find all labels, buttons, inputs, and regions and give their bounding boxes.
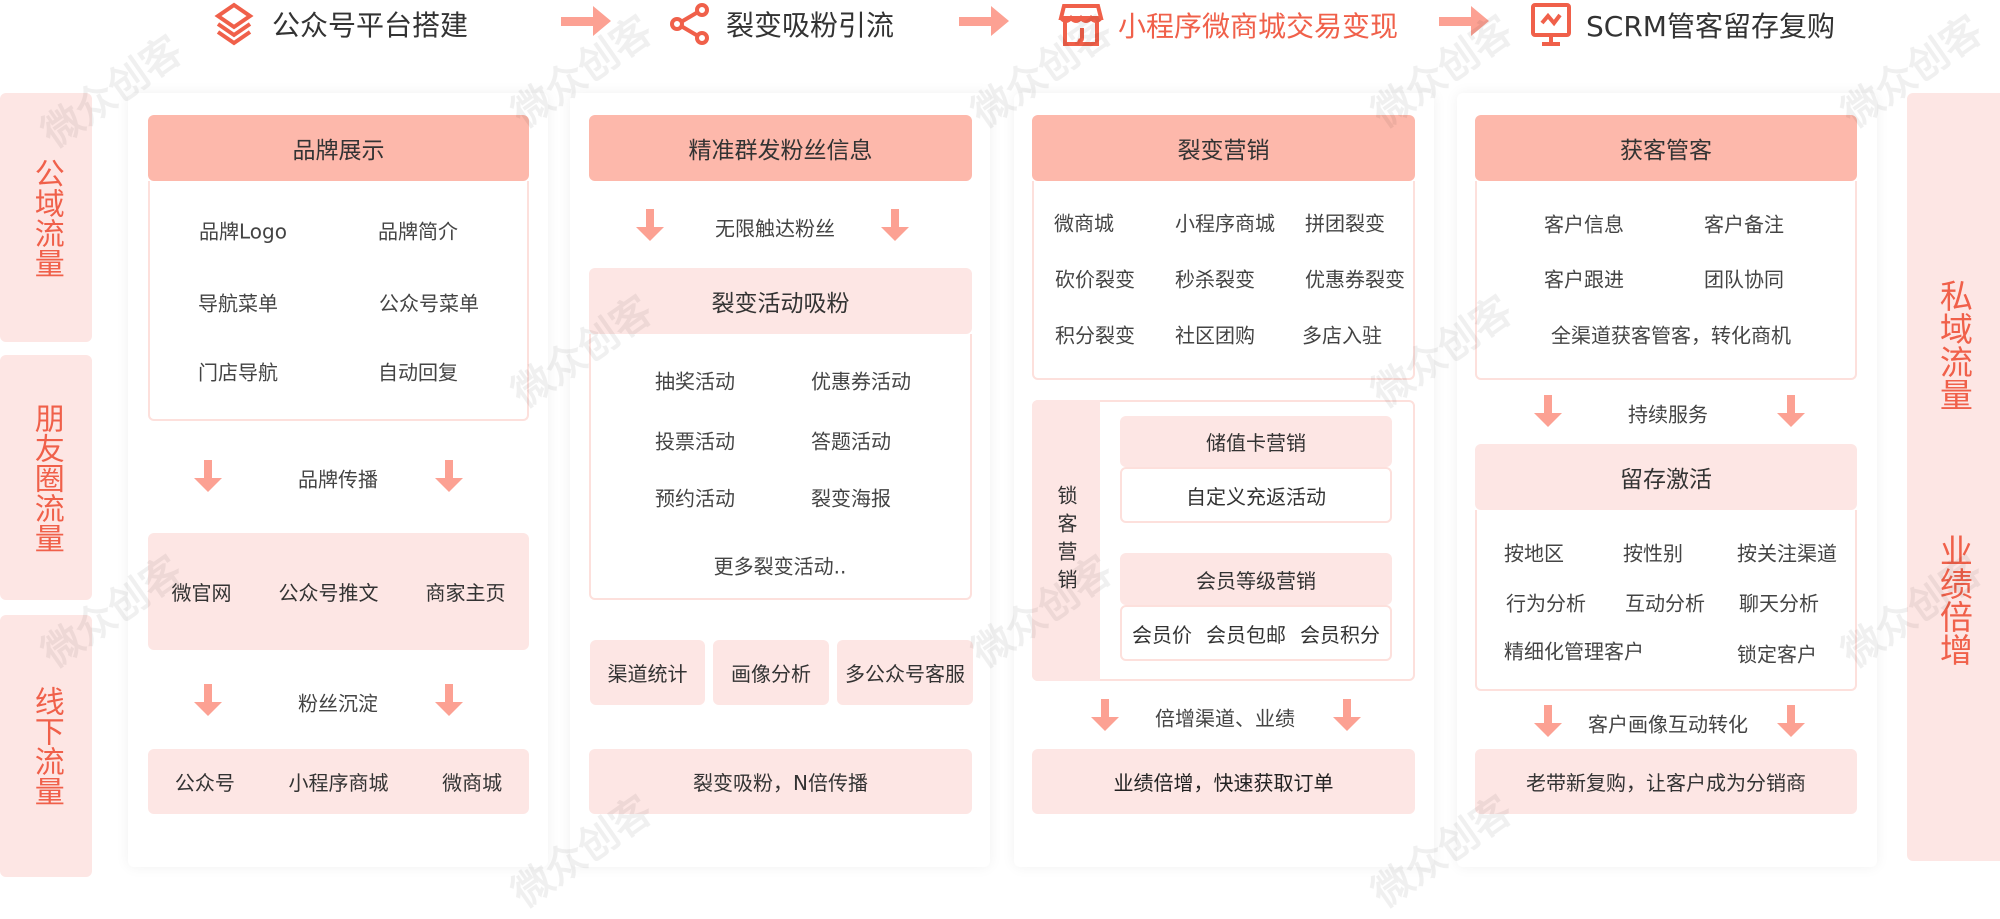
more-activities: 更多裂变活动.. bbox=[713, 554, 847, 579]
item: 微官网 bbox=[171, 581, 232, 605]
item: 会员包邮 bbox=[1206, 622, 1286, 647]
header-fission-marketing: 裂变营销 bbox=[1032, 115, 1415, 181]
item: 精细化管理客户 bbox=[1504, 639, 1644, 664]
retention-box bbox=[1475, 510, 1857, 691]
item: 投票活动 bbox=[655, 429, 735, 454]
side-panel-private bbox=[1907, 93, 2000, 861]
item: 预约活动 bbox=[655, 486, 735, 511]
header-stored-value: 储值卡营销 bbox=[1120, 416, 1392, 467]
item: 全渠道获客管客，转化商机 bbox=[1551, 323, 1791, 348]
item: 优惠券活动 bbox=[811, 369, 911, 394]
item: 会员价 bbox=[1132, 622, 1192, 647]
item: 多店入驻 bbox=[1302, 323, 1382, 348]
item: 微商城 bbox=[1054, 211, 1114, 236]
item: 拼团裂变 bbox=[1305, 211, 1385, 236]
flow-arrow bbox=[561, 6, 611, 36]
item: 门店导航 bbox=[198, 360, 278, 385]
item: 秒杀裂变 bbox=[1175, 267, 1255, 292]
item: 客户跟进 bbox=[1544, 267, 1624, 292]
step-label: 持续服务 bbox=[1628, 402, 1708, 427]
customer-items-box bbox=[1475, 181, 1857, 380]
side-label-public: 公域流量 bbox=[0, 93, 92, 342]
item: 聊天分析 bbox=[1739, 591, 1819, 616]
item: 公众号菜单 bbox=[379, 291, 479, 316]
marketing-items-box bbox=[1032, 181, 1415, 380]
item: 自动回复 bbox=[378, 360, 458, 385]
item: 会员积分 bbox=[1300, 622, 1380, 647]
item: 抽奖活动 bbox=[655, 369, 735, 394]
member-level-body: 会员价会员包邮会员积分 bbox=[1120, 605, 1392, 661]
item: 品牌Logo bbox=[199, 219, 287, 244]
share-icon bbox=[670, 3, 709, 45]
item: 行为分析 bbox=[1506, 591, 1586, 616]
item: 积分裂变 bbox=[1055, 323, 1135, 348]
item: 锁定客户 bbox=[1737, 642, 1817, 667]
activities-box bbox=[589, 334, 972, 600]
item: 品牌简介 bbox=[378, 219, 458, 244]
item: 按性别 bbox=[1623, 541, 1683, 566]
item: 公众号 bbox=[174, 771, 235, 795]
tool-box: 多公众号客服 bbox=[837, 640, 973, 705]
side-label-offline: 线下流量 bbox=[0, 615, 92, 877]
side-label-moments: 朋友圈流量 bbox=[0, 355, 92, 600]
fission-result-box: 裂变吸粉，N倍传播 bbox=[589, 749, 972, 814]
item: 商家主页 bbox=[425, 581, 506, 605]
item: 答题活动 bbox=[811, 429, 891, 454]
flow-step-1: 公众号平台搭建 bbox=[210, 2, 468, 46]
flow-step-2: 裂变吸粉引流 bbox=[668, 2, 894, 46]
item: 砍价裂变 bbox=[1055, 267, 1135, 292]
item: 微商城 bbox=[442, 771, 503, 795]
header-fission-activities: 裂变活动吸粉 bbox=[589, 268, 972, 334]
repurchase-result-box: 老带新复购，让客户成为分销商 bbox=[1475, 749, 1857, 814]
item: 按关注渠道 bbox=[1737, 541, 1837, 566]
stored-value-body: 自定义充返活动 bbox=[1120, 467, 1392, 523]
side-label-growth: 业绩倍增 bbox=[1934, 534, 1974, 666]
item: 社区团购 bbox=[1175, 323, 1255, 348]
tool-box: 渠道统计 bbox=[590, 640, 705, 705]
performance-result-box: 业绩倍增，快速获取订单 bbox=[1032, 749, 1415, 814]
flow-step-3: 小程序微商城交易变现 bbox=[1058, 2, 1398, 48]
item: 小程序商城 bbox=[288, 771, 389, 795]
flow-arrow bbox=[959, 6, 1009, 36]
flow-step-4: SCRM管客留存复购 bbox=[1530, 2, 1835, 48]
item: 团队协同 bbox=[1704, 267, 1784, 292]
header-brand-display: 品牌展示 bbox=[148, 115, 529, 181]
item: 公众号推文 bbox=[278, 581, 379, 605]
item: 导航菜单 bbox=[198, 291, 278, 316]
layers-icon bbox=[214, 2, 254, 46]
item: 互动分析 bbox=[1625, 591, 1705, 616]
lock-customer-label: 锁客营销 bbox=[1032, 400, 1100, 681]
item: 客户备注 bbox=[1704, 212, 1784, 237]
monitor-chart-icon bbox=[1531, 3, 1571, 46]
brand-items-box bbox=[148, 181, 529, 421]
header-acquire-manage: 获客管客 bbox=[1475, 115, 1857, 181]
item: 小程序商城 bbox=[1175, 211, 1275, 236]
item: 按地区 bbox=[1504, 541, 1564, 566]
header-member-level: 会员等级营销 bbox=[1120, 553, 1392, 605]
step-label: 粉丝沉淀 bbox=[298, 691, 378, 716]
step-label: 倍增渠道、业绩 bbox=[1155, 706, 1295, 731]
side-label-private: 私域流量 bbox=[1934, 279, 1974, 411]
step-label: 客户画像互动转化 bbox=[1588, 712, 1748, 737]
store-icon bbox=[1058, 3, 1104, 46]
header-retention: 留存激活 bbox=[1475, 444, 1857, 510]
brand-channels-box: 微官网 公众号推文 商家主页 bbox=[148, 533, 529, 650]
item: 裂变海报 bbox=[811, 486, 891, 511]
item: 客户信息 bbox=[1544, 212, 1624, 237]
step-label: 品牌传播 bbox=[298, 467, 378, 492]
step-label: 无限触达粉丝 bbox=[715, 216, 835, 241]
header-precise-broadcast: 精准群发粉丝信息 bbox=[589, 115, 972, 181]
flow-arrow bbox=[1439, 6, 1489, 36]
item: 优惠券裂变 bbox=[1305, 267, 1405, 292]
fan-channels-box: 公众号 小程序商城 微商城 bbox=[148, 749, 529, 814]
tool-box: 画像分析 bbox=[713, 640, 829, 705]
